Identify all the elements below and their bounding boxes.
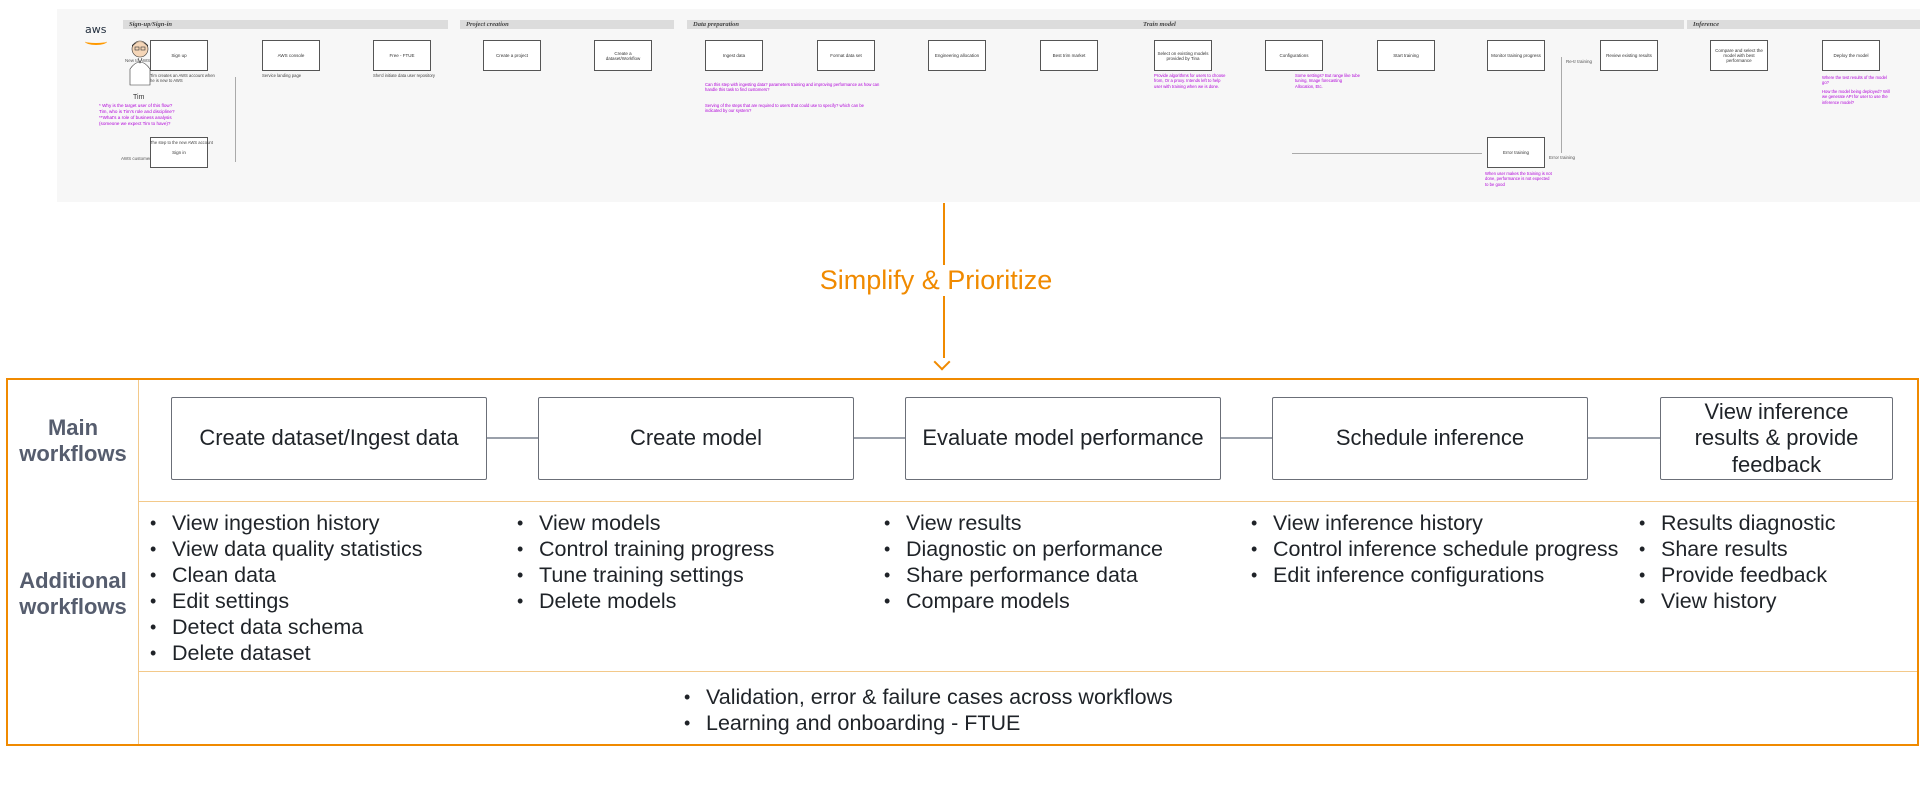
list-item: Validation, error & failure cases across…	[680, 684, 1173, 710]
workflow-view-inference-results: View inference results & provide feedbac…	[1660, 397, 1893, 480]
list-item: Edit inference configurations	[1247, 562, 1618, 588]
list-item: Share results	[1635, 536, 1835, 562]
list-item: View models	[513, 510, 774, 536]
persona-note: * Why is the target user of this flow? T…	[99, 103, 175, 126]
main-workflows-label: Main workflows	[19, 415, 127, 467]
stage-header-project: Project creation	[460, 20, 674, 29]
list-item: View inference history	[1247, 510, 1618, 536]
step-box: Configurations	[1265, 40, 1323, 71]
persona-name: Tim	[133, 94, 145, 101]
step-note: The step to the new AWS account	[150, 140, 213, 145]
step-note: Serving of the steps that are required t…	[705, 103, 864, 114]
step-box: Create a dataset/Workflow	[594, 40, 652, 71]
step-note: Tim creates an AWS account when he is ne…	[150, 73, 215, 84]
step-box: Select on existing models provided by Ti…	[1154, 40, 1212, 71]
step-box: Ingest data	[705, 40, 763, 71]
side-label-error: Error training	[1549, 155, 1576, 160]
arrow-down-icon	[933, 353, 951, 371]
list-item: View data quality statistics	[146, 536, 423, 562]
workflow-summary-table: Main workflows Additional workflows Crea…	[6, 378, 1919, 746]
stage-header-inference: Inference	[1687, 20, 1920, 29]
aws-logo: aws	[85, 23, 107, 36]
step-box: Format data set	[817, 40, 875, 71]
workflow-evaluate-model: Evaluate model performance	[905, 397, 1221, 480]
step-note: Service landing page	[262, 73, 302, 78]
arrow-right-icon	[854, 437, 911, 439]
step-box: Free - FTUE	[373, 40, 431, 71]
step-note: Where the test results of the model go?	[1822, 75, 1887, 86]
list-item: Edit settings	[146, 588, 423, 614]
step-box: Compare and select the model with best p…	[1710, 40, 1768, 71]
persona-avatar-icon	[129, 40, 151, 86]
step-box: Best trim market	[1040, 40, 1098, 71]
list-item: Diagnostic on performance	[880, 536, 1163, 562]
step-box: AWS console	[262, 40, 320, 71]
row-divider	[138, 671, 1917, 672]
step-note: When user makes the training is not done…	[1485, 171, 1552, 187]
step-box: Create a project	[483, 40, 541, 71]
additional-list-inference: View inference history Control inference…	[1247, 510, 1618, 588]
step-note: Can this step with ingesting data? param…	[705, 82, 880, 93]
side-label-new: New to AWS	[125, 58, 151, 63]
aws-logo-smile	[85, 38, 107, 45]
step-box: Monitor training progress	[1487, 40, 1545, 71]
simplify-label: Simplify & Prioritize	[806, 265, 1066, 296]
stage-header-signup: Sign-up/Sign-in	[123, 20, 448, 29]
stage-header-data-prep: Data preparation	[687, 20, 1152, 29]
list-item: View ingestion history	[146, 510, 423, 536]
arrow-right-icon	[487, 437, 544, 439]
step-box: Error training	[1487, 137, 1545, 168]
row-divider	[138, 501, 1917, 502]
step-box: Review existing results	[1600, 40, 1658, 71]
step-note: How the model being deployed? Will we ge…	[1822, 89, 1890, 105]
list-item: Control inference schedule progress	[1247, 536, 1618, 562]
step-box: Engineering allocation	[928, 40, 986, 71]
step-note: Provide algorithms for users to choose f…	[1154, 73, 1226, 89]
workflow-create-model: Create model	[538, 397, 854, 480]
additional-workflows-label: Additional workflows	[19, 568, 127, 620]
additional-list-model: View models Control training progress Tu…	[513, 510, 774, 614]
side-label-customer: AWS customer	[121, 156, 151, 161]
column-divider	[138, 380, 139, 744]
workflow-create-dataset: Create dataset/Ingest data	[171, 397, 487, 480]
cross-cutting-list: Validation, error & failure cases across…	[680, 684, 1173, 736]
list-item: Control training progress	[513, 536, 774, 562]
list-item: Clean data	[146, 562, 423, 588]
list-item: Provide feedback	[1635, 562, 1835, 588]
step-box: Start training	[1377, 40, 1435, 71]
additional-list-results: Results diagnostic Share results Provide…	[1635, 510, 1835, 614]
list-item: Compare models	[880, 588, 1163, 614]
list-item: Delete dataset	[146, 640, 423, 666]
list-item: Results diagnostic	[1635, 510, 1835, 536]
arrow-right-icon	[1588, 437, 1665, 439]
list-item: View history	[1635, 588, 1835, 614]
step-note: She'd initiate data user repository	[373, 73, 436, 78]
step-box: Sign up	[150, 40, 208, 71]
workflow-schedule-inference: Schedule inference	[1272, 397, 1588, 480]
list-item: Detect data schema	[146, 614, 423, 640]
arrow-right-icon	[1221, 437, 1278, 439]
side-label-retrain: Re-tr training	[1566, 59, 1593, 64]
step-note: Some settings? But range like tube tunin…	[1295, 73, 1360, 89]
journey-map: aws Tim * Why is the target user of this…	[57, 9, 1920, 202]
stage-header-train: Train model	[1137, 20, 1684, 29]
list-item: Learning and onboarding - FTUE	[680, 710, 1173, 736]
additional-list-dataset: View ingestion history View data quality…	[146, 510, 423, 666]
list-item: Tune training settings	[513, 562, 774, 588]
list-item: Delete models	[513, 588, 774, 614]
step-box: Sign in	[150, 137, 208, 168]
step-box: Deploy the model	[1822, 40, 1880, 71]
additional-list-evaluate: View results Diagnostic on performance S…	[880, 510, 1163, 614]
list-item: Share performance data	[880, 562, 1163, 588]
list-item: View results	[880, 510, 1163, 536]
